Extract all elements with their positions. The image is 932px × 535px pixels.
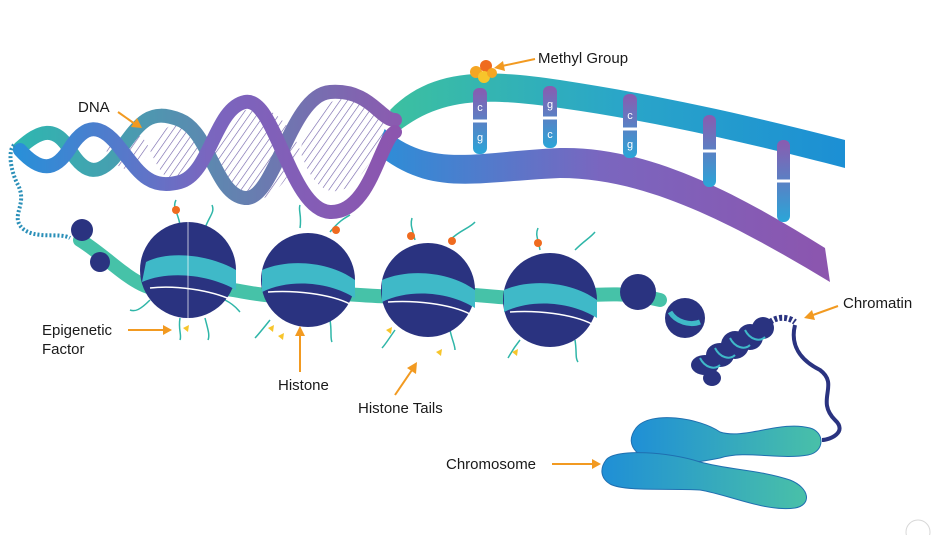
dna-bottom-strand	[372, 125, 830, 282]
base-pair-rungs: c g g c c g	[471, 86, 792, 222]
base-pair-1-top: c	[477, 102, 483, 114]
chromosome-icon	[601, 417, 822, 510]
base-pair-1-bottom: g	[477, 132, 483, 144]
base-pair-2-bottom: c	[547, 129, 553, 141]
base-pair-5	[775, 140, 792, 222]
nucleosome-4	[503, 227, 597, 363]
chromosome-arrow	[552, 459, 601, 469]
base-pair-2-top: g	[547, 99, 553, 111]
dna-unwound-strands	[372, 73, 845, 282]
dna-arrow	[117, 111, 142, 128]
dna-top-strand	[390, 73, 845, 168]
label-histone: Histone	[278, 377, 329, 394]
base-pair-3-top: c	[627, 110, 633, 122]
label-arrows	[117, 58, 839, 469]
methyl-group-icon	[470, 60, 497, 83]
label-epigenetic-factor-line1: Epigenetic	[42, 322, 113, 339]
corner-circle-icon	[905, 519, 931, 535]
base-pair-3-bottom: g	[627, 139, 633, 151]
epigenetic-factor-arrow	[128, 325, 172, 335]
base-pair-1: c g	[471, 88, 489, 154]
base-pair-3: c g	[621, 94, 639, 158]
label-epigenetic-factor-line2: Factor	[42, 341, 85, 358]
histone-arrow	[295, 326, 305, 372]
histone-tails-4	[507, 227, 596, 363]
small-nucleosomes-left	[71, 219, 110, 272]
base-pair-4	[701, 115, 718, 187]
methyl-group-arrow	[494, 58, 536, 71]
labels: DNA Methyl Group Chromatin Epigenetic Fa…	[42, 50, 912, 473]
base-pair-2: g c	[541, 86, 559, 148]
epigenetic-factor-marks	[183, 325, 518, 356]
label-methyl-group: Methyl Group	[538, 50, 628, 67]
chromatin-fiber	[620, 274, 842, 442]
dna-double-helix	[8, 84, 402, 240]
label-histone-tails: Histone Tails	[358, 400, 443, 417]
label-dna: DNA	[78, 99, 110, 116]
histone-tails-arrow	[394, 362, 417, 396]
nucleosome-2	[254, 204, 355, 343]
label-chromosome: Chromosome	[446, 456, 536, 473]
nucleosome-1	[129, 199, 241, 341]
label-chromatin: Chromatin	[843, 295, 912, 312]
nucleosome-3	[381, 217, 476, 351]
chromatin-arrow	[804, 305, 839, 320]
